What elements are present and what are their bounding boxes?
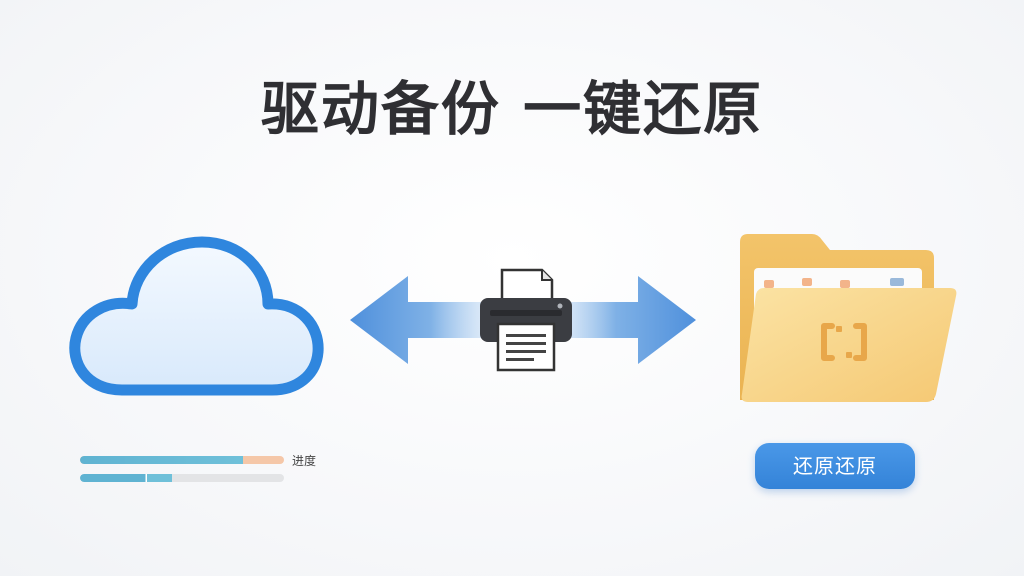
progress-bar-2-fill	[80, 474, 172, 482]
page-title: 驱动备份 一键还原	[260, 75, 764, 143]
restore-button[interactable]: 还原还原	[755, 443, 915, 489]
progress-bar-1-fill	[80, 456, 244, 464]
folder-icon	[730, 228, 962, 408]
progress-bar-1	[80, 456, 284, 464]
progress-label: 进度	[292, 454, 317, 468]
printer-icon	[476, 266, 576, 374]
bidirectional-arrow-icon	[346, 270, 700, 370]
progress-bar-2	[80, 474, 284, 482]
cloud-icon	[62, 230, 328, 402]
progress-area: 进度	[80, 452, 340, 492]
